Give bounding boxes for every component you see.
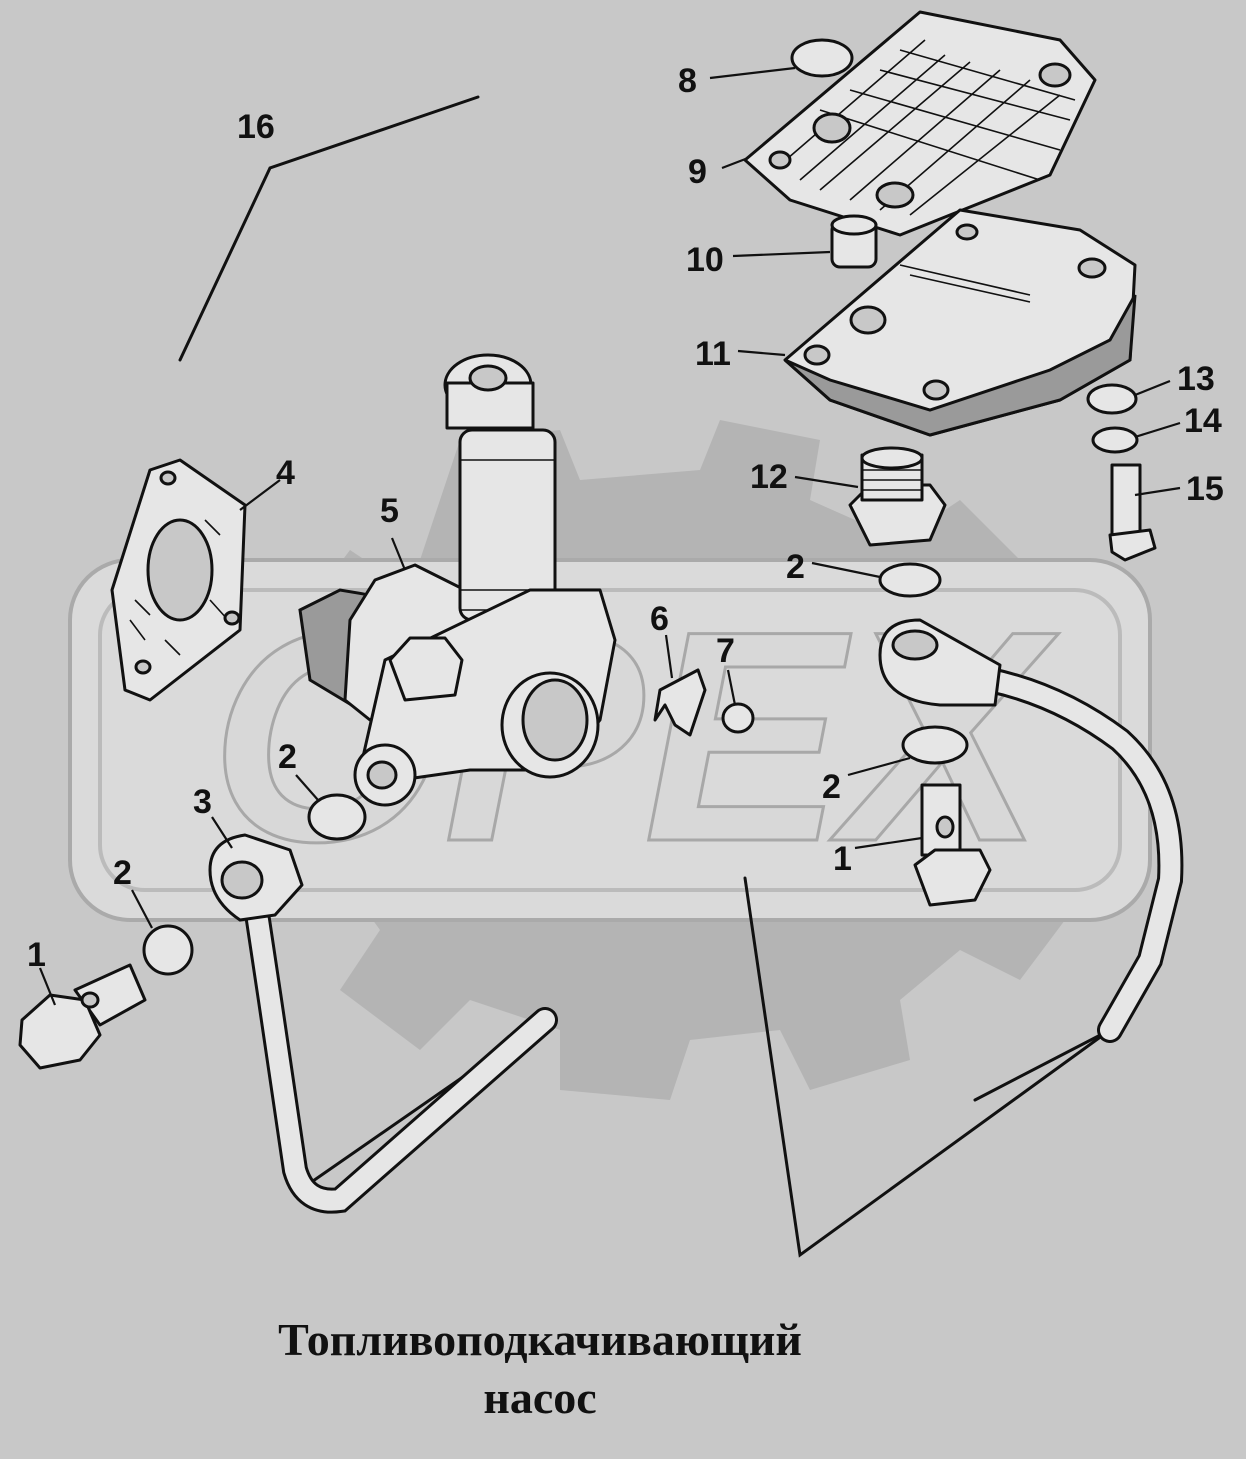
callout-10: 10: [686, 241, 724, 279]
part-11-cover: [783, 208, 1137, 437]
part-2-washer-b: [901, 725, 969, 765]
callout-6: 6: [650, 600, 669, 638]
part-15-bolt: [1108, 463, 1157, 562]
part-2-washer-d: [142, 924, 194, 976]
caption-line-2: насос: [483, 1372, 597, 1423]
right-fuel-line: [878, 618, 1184, 1043]
callout-15: 15: [1186, 470, 1224, 508]
callout-12: 12: [750, 458, 788, 496]
part-7-nut: [721, 702, 755, 734]
part-6-lock-plate: [653, 668, 707, 737]
part-5-pump-body: [298, 353, 617, 807]
callout-8: 8: [678, 62, 697, 100]
leader-lines: [38, 66, 1181, 1006]
part-9-filter-gasket: [743, 10, 1097, 237]
part-12-fitting: [848, 446, 947, 547]
callout-13: 13: [1177, 360, 1215, 398]
part-10-bushing: [830, 214, 878, 269]
callout-14: 14: [1184, 402, 1222, 440]
part-8-washer: [790, 38, 854, 78]
callout-labels: 8 9 10 11 13 14 15 12 2 16 4 5 6 7 2 3 2…: [27, 62, 1224, 974]
callout-1-a: 1: [27, 936, 46, 974]
left-fuel-line: [208, 833, 558, 1214]
callout-5: 5: [380, 492, 399, 530]
callout-2-b: 2: [278, 738, 297, 776]
callout-16: 16: [237, 108, 275, 146]
part-1-banjo-bolt-right: [913, 783, 992, 907]
caption-line-1: Топливоподкачивающий: [278, 1314, 802, 1365]
callout-9: 9: [688, 153, 707, 191]
part-2-washer-a: [878, 562, 942, 598]
callout-2-a: 2: [786, 548, 805, 586]
callout-3: 3: [193, 783, 212, 821]
part-14-lock-washer: [1091, 426, 1139, 454]
callout-11: 11: [695, 335, 731, 373]
callout-7: 7: [716, 632, 735, 670]
callout-1-b: 1: [833, 840, 852, 878]
part-16-lines: [178, 95, 1112, 1258]
part-13-washer: [1086, 383, 1138, 415]
part-1-banjo-bolt-left: [18, 963, 147, 1070]
callout-4: 4: [276, 454, 295, 492]
callout-2-d: 2: [822, 768, 841, 806]
part-4-gasket: [110, 458, 247, 702]
callout-2-c: 2: [113, 854, 132, 892]
part-2-washer-c: [307, 793, 367, 841]
